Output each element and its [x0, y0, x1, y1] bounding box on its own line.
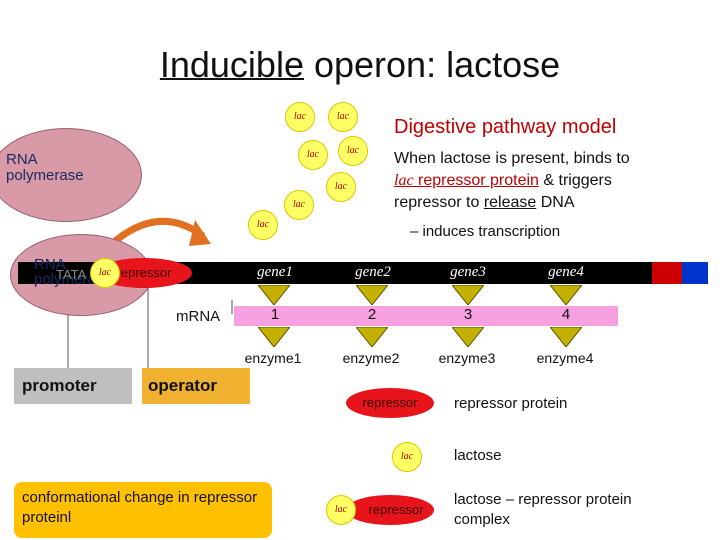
legend-complex-repressor: repressor	[346, 495, 434, 525]
mrna-strand	[234, 306, 618, 326]
mrna-segment-number: 4	[561, 306, 571, 323]
dna-strand	[18, 262, 708, 284]
rna-polymerase-label: RNA polymerase	[6, 151, 84, 184]
lactose-molecule: lac	[248, 210, 278, 240]
down-arrow	[356, 327, 388, 347]
legend-lactose-icon: lac	[392, 442, 422, 472]
lactose-molecule: lac	[285, 102, 315, 132]
legend-repressor-text: repressor protein	[454, 395, 568, 412]
down-arrow	[550, 285, 582, 305]
gene-label: gene3	[450, 264, 486, 280]
lactose-molecule: lac	[284, 190, 314, 220]
legend-complex-lactose: lac	[326, 495, 356, 525]
mrna-segment-number: 1	[270, 306, 280, 323]
induces-transcription: – induces transcription	[410, 223, 561, 240]
legend-repressor-icon: repressor	[346, 388, 434, 418]
down-arrow	[452, 285, 484, 305]
operator-box: operator	[142, 368, 250, 404]
enzyme-label: enzyme4	[536, 350, 594, 366]
lactose-molecule: lac	[338, 136, 368, 166]
lactose-bound: lac	[90, 258, 120, 288]
subtitle: Digestive pathway model	[394, 116, 617, 138]
enzyme-label: enzyme1	[244, 350, 302, 366]
down-arrow	[452, 327, 484, 347]
page-title: Inducible operon: lactose	[159, 44, 561, 85]
lactose-molecule: lac	[326, 172, 356, 202]
mrna-segment-number: 3	[463, 306, 473, 323]
down-arrow	[258, 327, 290, 347]
dna-end-red	[652, 262, 682, 284]
gene-label: gene1	[257, 264, 293, 280]
down-arrow	[258, 285, 290, 305]
dna-end-blue	[680, 262, 708, 284]
gene-label: gene2	[355, 264, 391, 280]
gene-label: gene4	[548, 264, 584, 280]
enzyme-label: enzyme2	[342, 350, 400, 366]
legend-complex-text: lactose – repressor protein complex	[454, 491, 632, 528]
description: When lactose is present, binds to lac re…	[394, 150, 630, 211]
enzyme-label: enzyme3	[438, 350, 496, 366]
down-arrow	[356, 285, 388, 305]
mrna-label: mRNA	[176, 308, 221, 325]
conformational-change-box: conformational change in repressor prote…	[14, 482, 272, 538]
lactose-molecule: lac	[298, 140, 328, 170]
promoter-box: promoter	[14, 368, 132, 404]
tata-box: TATA	[56, 267, 87, 282]
lactose-molecule: lac	[328, 102, 358, 132]
rna-polymerase-free	[0, 128, 142, 222]
legend-lactose-text: lactose	[454, 447, 502, 464]
mrna-segment-number: 2	[367, 306, 377, 323]
down-arrow	[550, 327, 582, 347]
